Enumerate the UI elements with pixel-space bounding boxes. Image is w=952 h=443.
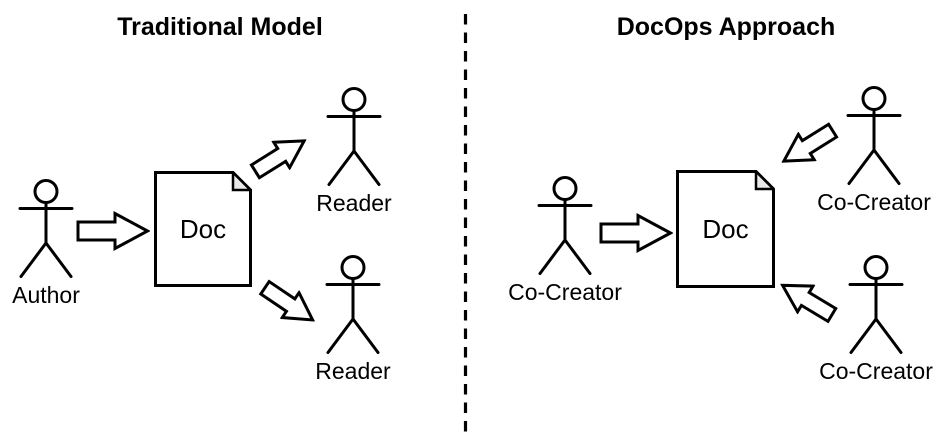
block-arrow-icon — [781, 122, 839, 163]
block-arrow-icon — [249, 139, 307, 180]
block-arrow-icon — [779, 283, 838, 324]
actor-label: Co-Creator — [819, 358, 933, 384]
arrow-cocreator-left-to-doc — [599, 213, 673, 253]
docops-approach-title: DocOps Approach — [616, 13, 836, 41]
actor-label: Reader — [316, 190, 392, 216]
author-actor: Author — [0, 179, 116, 308]
arrow-cocreator-top-to-doc — [773, 115, 844, 177]
document-icon: Doc — [676, 168, 777, 288]
arrow-cocreator-bottom-to-doc — [772, 269, 843, 330]
person-icon — [848, 255, 904, 354]
arrow-author-to-doc — [76, 211, 150, 251]
person-icon — [18, 179, 74, 278]
block-arrow-icon — [258, 279, 316, 322]
traditional-model-title: Traditional Model — [117, 13, 323, 41]
cocreator-left-actor: Co-Creator — [495, 176, 635, 305]
block-arrow-icon — [76, 211, 150, 251]
person-icon — [326, 87, 382, 186]
block-arrow-icon — [599, 213, 673, 253]
person-icon — [325, 255, 381, 354]
actor-label: Reader — [315, 358, 391, 384]
cocreator-bottom-actor: Co-Creator — [806, 255, 946, 384]
doc-shape-left: Doc — [154, 169, 254, 292]
person-icon — [846, 86, 902, 185]
dogear-fold — [754, 168, 777, 191]
panel-divider — [463, 14, 468, 443]
person-icon — [537, 176, 593, 275]
reader-bottom-actor: Reader — [283, 255, 423, 384]
doc-label: Doc — [180, 214, 226, 244]
cocreator-top-actor: Co-Creator — [804, 86, 944, 215]
dogear-fold — [231, 169, 254, 192]
arrow-doc-to-reader-bottom — [254, 273, 324, 336]
document-icon: Doc — [154, 169, 254, 287]
actor-label: Author — [12, 282, 80, 308]
doc-label: Doc — [702, 214, 748, 244]
arrow-doc-to-reader-top — [245, 125, 316, 187]
actor-label: Co-Creator — [817, 189, 931, 215]
reader-top-actor: Reader — [284, 87, 424, 216]
doc-shape-right: Doc — [676, 168, 777, 293]
actor-label: Co-Creator — [508, 279, 622, 305]
